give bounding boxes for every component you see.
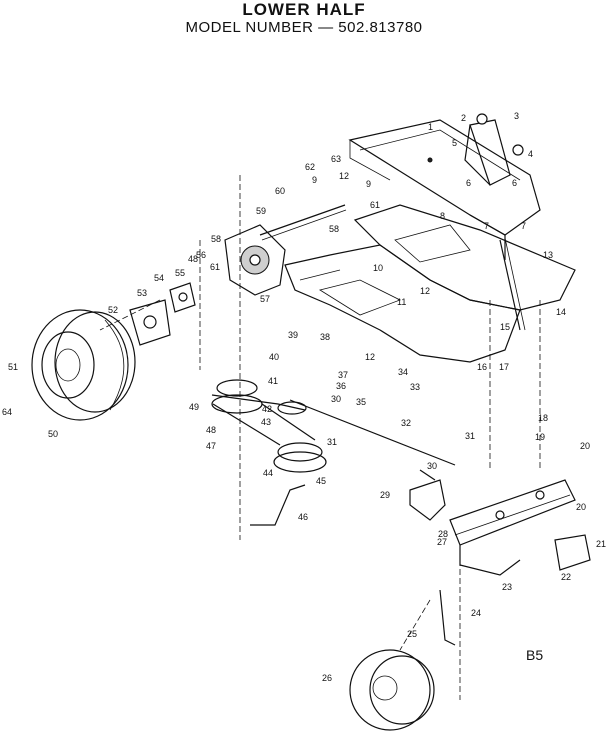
callout-41: 41 [268,376,278,386]
bent-rod [250,484,306,526]
callout-4: 4 [528,149,533,159]
callout-57: 57 [260,294,270,304]
callout-36: 36 [336,381,346,391]
callout-3: 3 [514,111,519,121]
callout-43: 43 [261,417,271,427]
callout-50: 50 [48,429,58,439]
callout-34: 34 [398,367,408,377]
callout-49: 49 [189,402,199,412]
callout-51: 51 [8,362,18,372]
front-wheel [349,649,435,731]
callout-29: 29 [380,490,390,500]
callout-2: 2 [461,113,466,123]
steering-bracket [427,113,524,186]
callout-23: 23 [502,582,512,592]
diagram-title: LOWER HALF [242,0,366,19]
callout-15: 15 [500,322,510,332]
model-number: MODEL NUMBER — 502.813780 [185,19,423,36]
callout-20b: 20 [576,502,586,512]
transaxle-housing [224,204,347,296]
spindle [554,534,591,571]
callout-22: 22 [561,572,571,582]
callout-63: 63 [331,154,341,164]
callout-12c: 12 [365,352,375,362]
callout-35: 35 [356,397,366,407]
callout-33: 33 [410,382,420,392]
chassis-frame [348,119,541,260]
callout-56: 56 [196,250,206,260]
callout-40: 40 [269,352,279,362]
callout-47: 47 [206,441,216,451]
callout-48: 48 [206,425,216,435]
tie-rod [499,239,521,331]
callout-30b: 30 [331,394,341,404]
callout-42: 42 [262,404,272,414]
front-spindle [439,589,456,646]
axle-hub [129,282,196,346]
callout-11: 11 [397,297,406,307]
callout-20: 20 [580,441,590,451]
callout-17: 17 [499,362,509,372]
callout-64: 64 [2,407,12,417]
callout-19: 19 [535,432,545,442]
callout-28: 28 [438,529,448,539]
callout-13: 13 [543,250,553,260]
callout-52: 52 [108,305,118,315]
callout-7b: 7 [521,221,526,231]
callout-58: 58 [211,234,221,244]
callout-16: 16 [477,362,487,372]
callout-labels: 1 2 3 4 5 6 6 7 7 8 9 9 10 11 12 12 12 1… [2,111,606,683]
callout-61: 61 [210,262,220,272]
callout-45: 45 [316,476,326,486]
callout-30: 30 [427,461,437,471]
callout-27: 27 [437,537,447,547]
callout-21: 21 [596,539,606,549]
callout-26: 26 [322,673,332,683]
pulley-assembly [211,379,327,473]
callout-31b: 31 [327,437,337,447]
callout-54: 54 [154,273,164,283]
callout-7: 7 [484,221,489,231]
callout-6: 6 [466,178,471,188]
callout-59: 59 [256,206,266,216]
callout-12a: 12 [339,171,349,181]
assembly-lines [99,175,541,700]
callout-37: 37 [338,370,348,380]
callout-9: 9 [312,175,317,185]
callout-5: 5 [452,138,457,148]
callout-10: 10 [373,263,383,273]
front-axle [449,479,576,576]
callout-24: 24 [471,608,481,618]
callout-61b: 61 [370,200,380,210]
callout-1: 1 [428,122,433,132]
callout-58b: 58 [329,224,339,234]
rear-wheel [31,309,136,421]
callout-60: 60 [275,186,285,196]
callout-48b: 48 [188,254,198,264]
callout-18: 18 [538,413,548,423]
callout-62: 62 [305,162,315,172]
callout-44: 44 [263,468,273,478]
callout-9b: 9 [366,179,371,189]
page-label: B5 [526,647,543,663]
callout-12b: 12 [420,286,430,296]
link-rod [289,399,456,466]
clutch-bracket [409,469,446,521]
callout-55: 55 [175,268,185,278]
callout-38: 38 [320,332,330,342]
callout-8: 8 [440,211,445,221]
callout-14: 14 [556,307,566,317]
callout-53: 53 [137,288,147,298]
callout-46: 46 [298,512,308,522]
callout-6b: 6 [512,178,517,188]
callout-25: 25 [407,629,417,639]
callout-39: 39 [288,330,298,340]
callout-32: 32 [401,418,411,428]
callout-31: 31 [465,431,475,441]
